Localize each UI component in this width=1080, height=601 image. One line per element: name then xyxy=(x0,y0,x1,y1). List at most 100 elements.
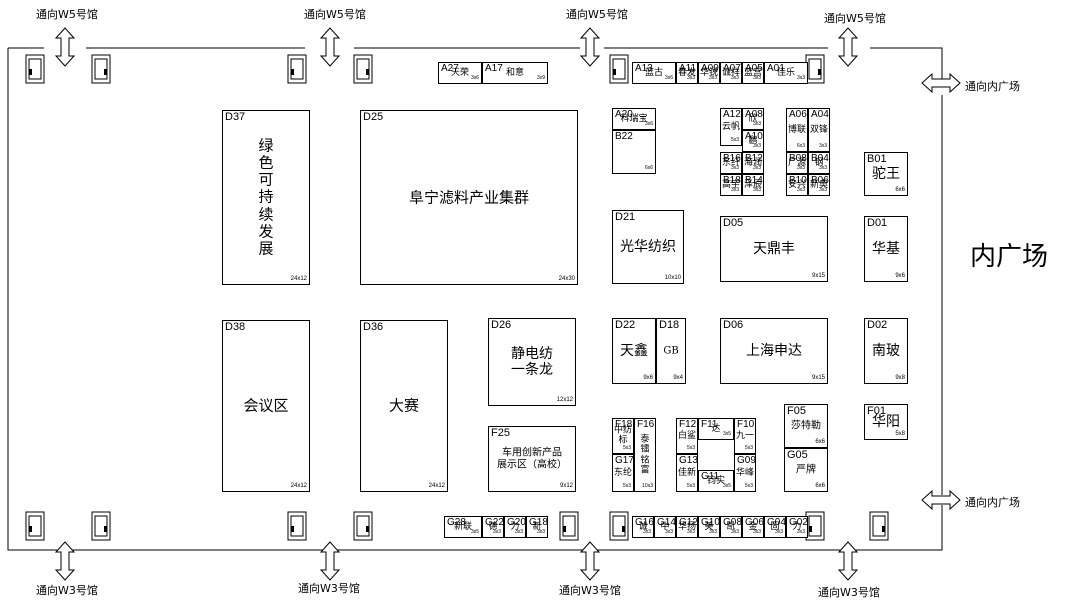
booth-size: 3x3 xyxy=(774,529,783,535)
booth-name: 春发 xyxy=(677,67,696,78)
booth-name: 驼王 xyxy=(872,165,900,182)
door-icon xyxy=(869,511,889,541)
booth-id: G05 xyxy=(787,449,808,461)
booth-id: F11 xyxy=(701,419,718,430)
booth-name: 广源 xyxy=(787,157,806,168)
booth-id: G17 xyxy=(615,455,634,466)
booth-name: 中纺标 xyxy=(613,425,632,446)
booth-id: D02 xyxy=(867,319,888,331)
booth-name: 会议区 xyxy=(243,396,289,415)
booth-name: 天鼎丰 xyxy=(753,240,795,257)
booth-id: F12 xyxy=(679,419,697,430)
booth-size: 5x3 xyxy=(744,445,753,451)
exit-label-bottom-1: 通向W3号馆 xyxy=(36,584,98,597)
booth-name: 鹏 xyxy=(748,135,758,146)
booth-name: 车用创新产品 展示区（高校） xyxy=(497,447,567,471)
door-icon xyxy=(91,511,111,541)
booth-id: G20 xyxy=(507,517,526,528)
booth-name: 佳乐 xyxy=(776,67,795,78)
booth-name: 高宇 xyxy=(721,179,740,190)
booth-id: D21 xyxy=(615,211,636,223)
booth-name: 诚 xyxy=(638,521,648,532)
booth-name: 华峰 xyxy=(735,467,754,478)
booth-id: A07 xyxy=(723,63,741,74)
booth-name: 力 xyxy=(510,521,520,532)
booth-id: D25 xyxy=(363,111,384,123)
booth-name: 佳新 xyxy=(677,467,696,478)
exit-label-bottom-2: 通向W3号馆 xyxy=(298,582,360,595)
exit-label-top-1: 通向W5号馆 xyxy=(36,8,98,21)
booth-size: 3x6 xyxy=(470,75,479,81)
booth-id: G18 xyxy=(529,517,548,528)
booth-id: A11 xyxy=(679,63,697,74)
exit-arrow-icon xyxy=(579,27,601,67)
booth-id: F05 xyxy=(787,405,806,417)
booth-name: 光华纺织 xyxy=(620,238,676,255)
booth-size: 5x3 xyxy=(744,483,753,489)
booth-id: B08 xyxy=(789,153,807,164)
exit-arrow-icon xyxy=(837,27,859,67)
booth-size: 3x3 xyxy=(796,165,805,171)
booth-size: 9x6 xyxy=(895,273,905,279)
booth-size: 3x3 xyxy=(664,529,673,535)
booth-id: B14 xyxy=(745,175,763,186)
booth-name: 东纶 xyxy=(613,467,632,478)
booth-size: 3x3 xyxy=(796,75,805,81)
booth-id: G14 xyxy=(657,517,676,528)
booth-name: 和意 xyxy=(505,67,524,78)
booth-size: 6x6 xyxy=(644,165,653,171)
booth-size: 5x8 xyxy=(895,431,905,437)
booth-size: 9x12 xyxy=(559,483,573,489)
booth-size: 3x6 xyxy=(644,121,653,127)
booth-size: 12x12 xyxy=(556,397,573,403)
booth-name: 达 xyxy=(711,423,721,434)
booth-size: 9x6 xyxy=(643,375,653,381)
booth-size: 3x3 xyxy=(752,165,761,171)
booth-name: 九一 xyxy=(735,430,754,441)
booth-id: G02 xyxy=(789,517,808,528)
booth-id: F18 xyxy=(615,419,633,430)
booth-name: 德 xyxy=(488,521,498,532)
door-icon xyxy=(353,511,373,541)
exit-label-top-3: 通向W5号馆 xyxy=(566,8,628,21)
booth-name: 欣 xyxy=(748,113,758,124)
exit-arrow-icon xyxy=(54,541,76,581)
booth-name: 钧实 xyxy=(706,475,725,486)
booth-size: 3x3 xyxy=(818,187,827,193)
booth-name: 新 xyxy=(532,521,542,532)
booth-id: D18 xyxy=(659,319,680,331)
booth-size: 5x3 xyxy=(622,445,631,451)
booth-name: 华阳 xyxy=(872,413,900,430)
booth-size: 3x9 xyxy=(536,75,545,81)
booth-size: 6x6 xyxy=(895,187,905,193)
booth-size: 24x30 xyxy=(558,276,575,282)
booth-id: B01 xyxy=(867,153,887,165)
booth-name: 华基 xyxy=(872,240,900,257)
booth-size: 24x12 xyxy=(428,483,445,489)
booth-name: 蓝宫 xyxy=(743,67,762,78)
booth-name: 泽辰 xyxy=(743,179,762,190)
booth-id: B04 xyxy=(811,153,829,164)
